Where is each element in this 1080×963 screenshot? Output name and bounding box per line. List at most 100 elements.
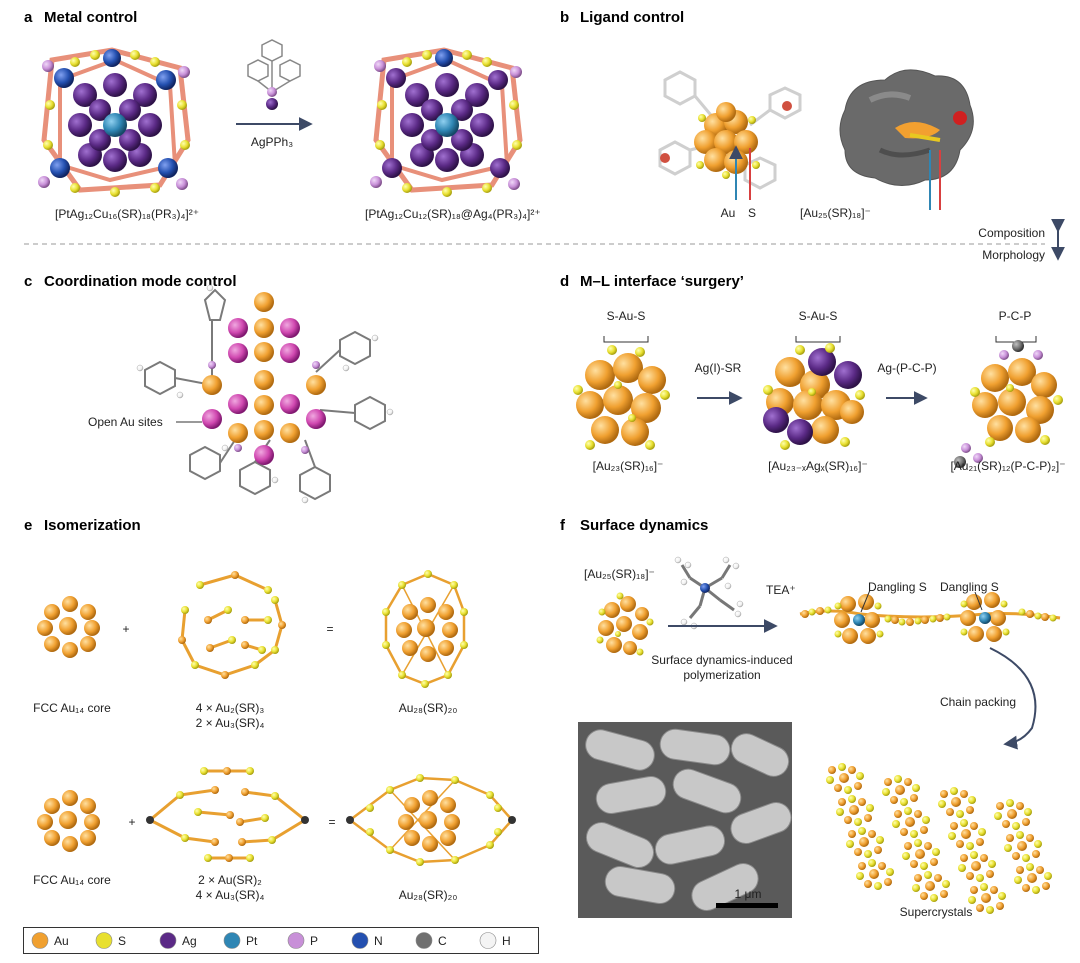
legend-swatch-ag xyxy=(159,932,177,949)
panel-d: d M–L interface ‘surgery’ S-Au-S S-Au-S … xyxy=(560,273,1066,473)
motif-3: P-C-P xyxy=(999,309,1032,323)
equals-2: = xyxy=(328,815,335,829)
motif-2: S-Au-S xyxy=(799,309,838,323)
legend-item-au: Au xyxy=(31,932,69,949)
fcc-core-1 xyxy=(37,596,100,658)
mid-label-2b: 4 × Au₃(SR)₄ xyxy=(196,888,265,902)
motif-1: S-Au-S xyxy=(607,309,646,323)
supercrystal-cell xyxy=(994,799,1032,830)
agpph3-molecule xyxy=(247,39,301,110)
legend-swatch-h xyxy=(479,932,497,949)
panel-f-letter: f xyxy=(560,517,566,534)
supercrystal-cell xyxy=(948,819,986,850)
supercrystal-cell xyxy=(856,859,894,890)
supercrystal-cell xyxy=(846,827,884,858)
supercrystal-cell xyxy=(968,883,1006,914)
supercrystal-cell xyxy=(836,795,874,826)
legend-swatch-s xyxy=(95,932,113,949)
legend-item-n: N xyxy=(351,932,383,949)
legend-item-ag: Ag xyxy=(159,932,197,949)
legend-label-c: C xyxy=(438,934,447,948)
cluster-d-2 xyxy=(763,343,865,450)
dangling-s-label-1: Dangling S xyxy=(868,580,927,594)
panel-a-title: Metal control xyxy=(44,9,137,26)
staples-2 xyxy=(146,767,309,862)
supercrystal-cell xyxy=(1014,863,1052,894)
dangling-s-label-2: Dangling S xyxy=(940,580,999,594)
supercrystal-cell xyxy=(882,775,920,806)
formula-d-1: [Au₂₃(SR)₁₆]⁻ xyxy=(593,459,664,473)
panel-f: f Surface dynamics [Au₂₅(SR)₁₈]⁻ TEA⁺ xyxy=(560,517,1061,919)
panel-b-letter: b xyxy=(560,9,569,26)
sem-micrograph xyxy=(578,722,792,918)
legend-swatch-au xyxy=(31,932,49,949)
panel-e: e Isomerization + = xyxy=(24,517,516,902)
panel-e-letter: e xyxy=(24,517,32,534)
cluster-d-3 xyxy=(954,340,1063,468)
plus-2: + xyxy=(128,815,135,829)
step-1: Ag(I)-SR xyxy=(695,361,742,375)
legend-item-s: S xyxy=(95,932,126,949)
supercrystal-cell xyxy=(912,871,950,902)
supercrystal-cell xyxy=(938,787,976,818)
legend-label-au: Au xyxy=(54,934,69,948)
chain-packing-label: Chain packing xyxy=(940,695,1016,709)
coordination-structure xyxy=(136,284,394,504)
panel-e-title: Isomerization xyxy=(44,517,141,534)
supercrystal-cell xyxy=(902,839,940,870)
staples-1 xyxy=(178,571,286,679)
legend-item-c: C xyxy=(415,932,447,949)
legend-swatch-p xyxy=(287,932,305,949)
legend-label-p: P xyxy=(310,934,318,948)
legend-item-h: H xyxy=(479,932,511,949)
step-2: Ag-(P-C-P) xyxy=(877,361,936,375)
legend-label-pt: Pt xyxy=(246,934,258,948)
product-1 xyxy=(382,570,468,688)
legend-swatch-c xyxy=(415,932,433,949)
equals-1: = xyxy=(326,622,333,636)
ligand-cluster-stick xyxy=(658,70,802,200)
supercrystal-cell xyxy=(958,851,996,882)
au25-cluster-f xyxy=(596,592,654,656)
core-label-1: FCC Au₁₄ core xyxy=(33,701,111,715)
formula-f: [Au₂₅(SR)₁₈]⁻ xyxy=(584,567,655,581)
supercrystal xyxy=(826,763,1052,914)
core-label-2: FCC Au₁₄ core xyxy=(33,873,111,887)
formula-d-3: [Au₂₁(SR)₁₂(P-C-P)₂]⁻ xyxy=(950,459,1065,473)
panel-d-title: M–L interface ‘surgery’ xyxy=(580,273,744,290)
formula-a-right: [PtAg₁₂Cu₁₂(SR)₁₈@Ag₄(PR₃)₄]²⁺ xyxy=(365,207,541,221)
supercrystal-cell xyxy=(826,763,864,794)
legend: Au S Ag Pt P N C H xyxy=(23,927,539,954)
mid-label-1a: 4 × Au₂(SR)₃ xyxy=(196,701,265,715)
legend-swatch-pt xyxy=(223,932,241,949)
panel-c: c Coordination mode control xyxy=(24,273,394,504)
legend-label-ag: Ag xyxy=(182,934,197,948)
product-2 xyxy=(346,774,516,866)
polymer-chain xyxy=(799,589,1061,644)
cluster-d-1 xyxy=(573,345,670,450)
legend-label-n: N xyxy=(374,934,383,948)
panel-d-letter: d xyxy=(560,273,569,290)
mid-label-2a: 2 × Au(SR)₂ xyxy=(198,873,262,887)
reagent-a: AgPPh₃ xyxy=(251,135,293,149)
legend-label-h: H xyxy=(502,934,511,948)
formula-d-2: [Au₂₃₋ₓAgₓ(SR)₁₆]⁻ xyxy=(768,459,868,473)
process-line-1: Surface dynamics-induced xyxy=(651,653,792,667)
tea-molecule xyxy=(674,556,744,630)
process-line-2: polymerization xyxy=(683,668,760,682)
composition-divider: Composition Morphology xyxy=(24,218,1065,262)
cluster-a-left xyxy=(38,47,191,197)
legend-item-p: P xyxy=(287,932,318,949)
tea-label: TEA⁺ xyxy=(766,583,796,597)
panel-f-title: Surface dynamics xyxy=(580,517,708,534)
formula-b: [Au₂₅(SR)₁₈]⁻ xyxy=(800,206,871,220)
panel-b-title: Ligand control xyxy=(580,9,684,26)
divider-composition: Composition xyxy=(978,226,1045,240)
cluster-a-right xyxy=(370,47,523,197)
panel-c-letter: c xyxy=(24,273,32,290)
panel-b: b Ligand control Au S [Au₂₅(SR)₁₈]⁻ xyxy=(560,9,974,220)
supercrystal-cell xyxy=(1004,831,1042,862)
legend-swatch-n xyxy=(351,932,369,949)
divider-morphology: Morphology xyxy=(982,248,1045,262)
label-au: Au xyxy=(721,206,736,220)
